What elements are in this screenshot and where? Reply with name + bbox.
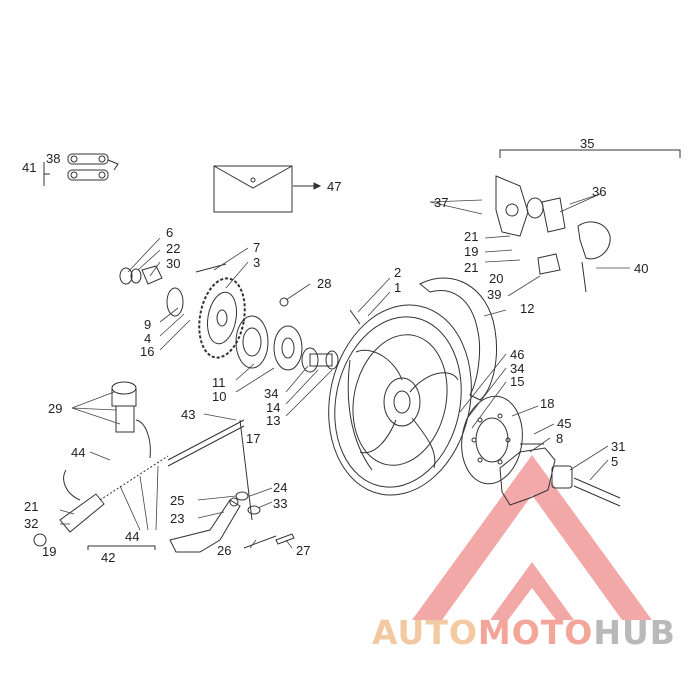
watermark-hub: HUB [593,613,676,652]
part-label: 23 [170,511,185,526]
part-label: 9 [144,317,152,332]
part-label: 13 [266,413,281,428]
part-label: 1 [394,280,402,295]
part-label: 15 [510,374,525,389]
part-label: 39 [487,287,502,302]
part-label: 5 [611,454,619,469]
part-label: 43 [181,407,196,422]
chain-link-38 [67,153,119,181]
part-label: 34 [264,386,279,401]
bracket-35 [499,149,681,158]
part-label: 19 [464,244,479,259]
part-label: 38 [46,151,61,166]
part-label: 46 [510,347,525,362]
bracket-42 [87,545,156,550]
part-label: 21 [24,499,39,514]
part-label: 19 [42,544,57,559]
envelope-47 [213,165,322,213]
part-label: 26 [217,543,232,558]
brake-pedal [169,497,241,553]
part-label: 21 [464,229,479,244]
part-label: 22 [166,241,181,256]
part-label: 27 [296,543,311,558]
part-label: 29 [48,401,63,416]
sprocket [198,277,246,359]
part-label: 16 [140,344,155,359]
part-label: 24 [273,480,288,495]
wheel-bearings [301,347,339,373]
caliper-bracket [499,447,621,507]
part-label: 45 [557,416,572,431]
master-cylinder [111,381,151,459]
part-label: 33 [273,496,288,511]
watermark-auto: AUTO [372,613,478,652]
part-label: 40 [634,261,649,276]
brake-disc [461,395,523,485]
bracket-41 [43,162,50,186]
part-label: 44 [125,529,140,544]
part-label: 35 [580,136,595,151]
watermark-moto: MOTO [477,613,594,652]
watermark-logo: AUTOMOTOHUB [372,616,676,649]
washers-left [119,265,184,317]
part-label: 42 [101,550,116,565]
part-label: 3 [253,255,261,270]
part-label: 10 [212,389,227,404]
watermark-triangle [412,455,652,620]
leader-lines [59,193,630,549]
mudguard-12 [419,277,498,401]
rear-wheel [328,304,472,496]
part-label: 6 [166,225,174,240]
sprocket-carrier [235,315,303,371]
part-label: 37 [434,195,449,210]
brake-rod [167,419,253,521]
part-label: 44 [71,445,86,460]
rear-brake-pump [33,455,169,547]
part-label: 8 [556,431,564,446]
part-label: 2 [394,265,402,280]
part-label: 30 [166,256,181,271]
part-label: 34 [510,361,525,376]
part-label: 25 [170,493,185,508]
part-label: 17 [246,431,261,446]
part-label: 31 [611,439,626,454]
part-label: 36 [592,184,607,199]
part-label: 14 [266,400,281,415]
part-label: 47 [327,179,342,194]
brake-caliper [495,175,611,293]
part-label: 7 [253,240,261,255]
part-label: 20 [489,271,504,286]
part-label: 12 [520,301,535,316]
part-label: 32 [24,516,39,531]
part-label: 18 [540,396,555,411]
part-label: 4 [144,331,152,346]
part-label: 41 [22,160,37,175]
part-label: 11 [212,375,226,390]
part-label: 28 [317,276,332,291]
part-label: 21 [464,260,479,275]
small-hardware [195,263,544,549]
